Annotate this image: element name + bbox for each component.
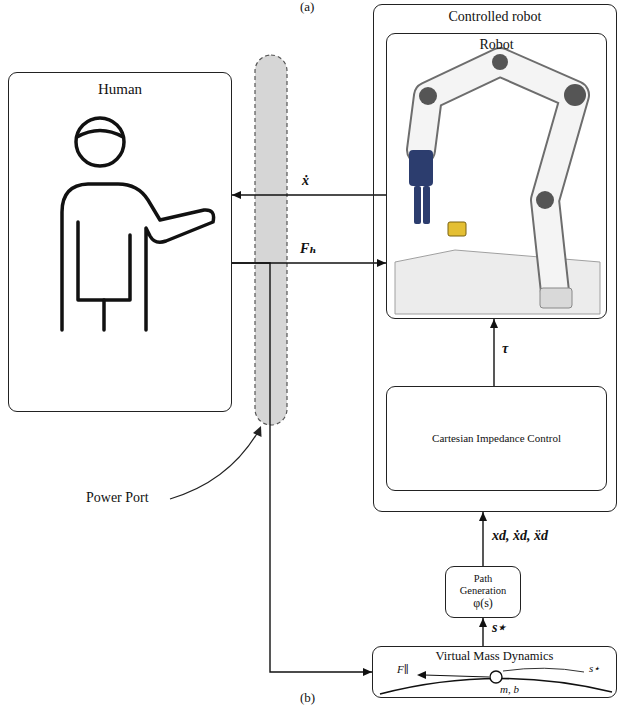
human-figure bbox=[62, 118, 214, 330]
signal-arrow bbox=[479, 512, 487, 566]
signal-arrow bbox=[232, 263, 372, 676]
robot-box: Robot bbox=[386, 33, 607, 319]
virtual-mass-sketch bbox=[380, 668, 612, 694]
signal-label: s⋆ bbox=[490, 620, 508, 636]
signal-label: Fₕ bbox=[298, 241, 319, 257]
panel-tag: (b) bbox=[300, 691, 315, 706]
process-box: Path Generationφ(s) bbox=[445, 566, 521, 618]
node-title: Cartesian Impedance Control bbox=[432, 432, 561, 445]
signal-label: ẋ bbox=[300, 173, 311, 189]
power-port bbox=[255, 55, 287, 425]
controller-box: Cartesian Impedance Control bbox=[386, 386, 607, 491]
node-title: Robot bbox=[391, 37, 602, 53]
symbol-label: F∥ bbox=[397, 663, 409, 676]
arrowhead bbox=[232, 191, 241, 199]
leader-line bbox=[170, 432, 258, 499]
signal-arrow bbox=[490, 319, 498, 386]
signal-label: xd, ẋd, ẍd bbox=[490, 528, 550, 544]
signal-label: τ bbox=[500, 341, 510, 357]
node-title: Controlled robot bbox=[378, 9, 612, 25]
connector-line bbox=[232, 194, 386, 195]
node-formula: φ(s) bbox=[473, 597, 493, 611]
arrowhead bbox=[490, 319, 498, 328]
callout-label: Power Port bbox=[86, 490, 149, 506]
node-title: Human bbox=[13, 81, 227, 98]
symbol-label: s⋆ bbox=[589, 662, 600, 675]
robot-illustration bbox=[395, 54, 600, 314]
arrowhead bbox=[363, 668, 372, 676]
connector-line bbox=[493, 319, 494, 386]
panel-tag: (a) bbox=[300, 0, 314, 15]
node-title: Virtual Mass Dynamics bbox=[377, 649, 612, 663]
actor-box: Human bbox=[8, 72, 232, 412]
node-title: Path Generation bbox=[450, 573, 516, 597]
system-box: Controlled robotRobotCartesian Impedance… bbox=[373, 4, 617, 512]
arrowhead bbox=[377, 259, 386, 267]
signal-arrow bbox=[232, 191, 386, 199]
signal-arrow bbox=[479, 618, 487, 646]
symbol-label: m, b bbox=[500, 683, 519, 696]
arrowhead bbox=[479, 512, 487, 521]
arrowhead bbox=[479, 618, 487, 627]
leader-arrowhead bbox=[253, 426, 262, 437]
connector-line bbox=[232, 263, 372, 672]
